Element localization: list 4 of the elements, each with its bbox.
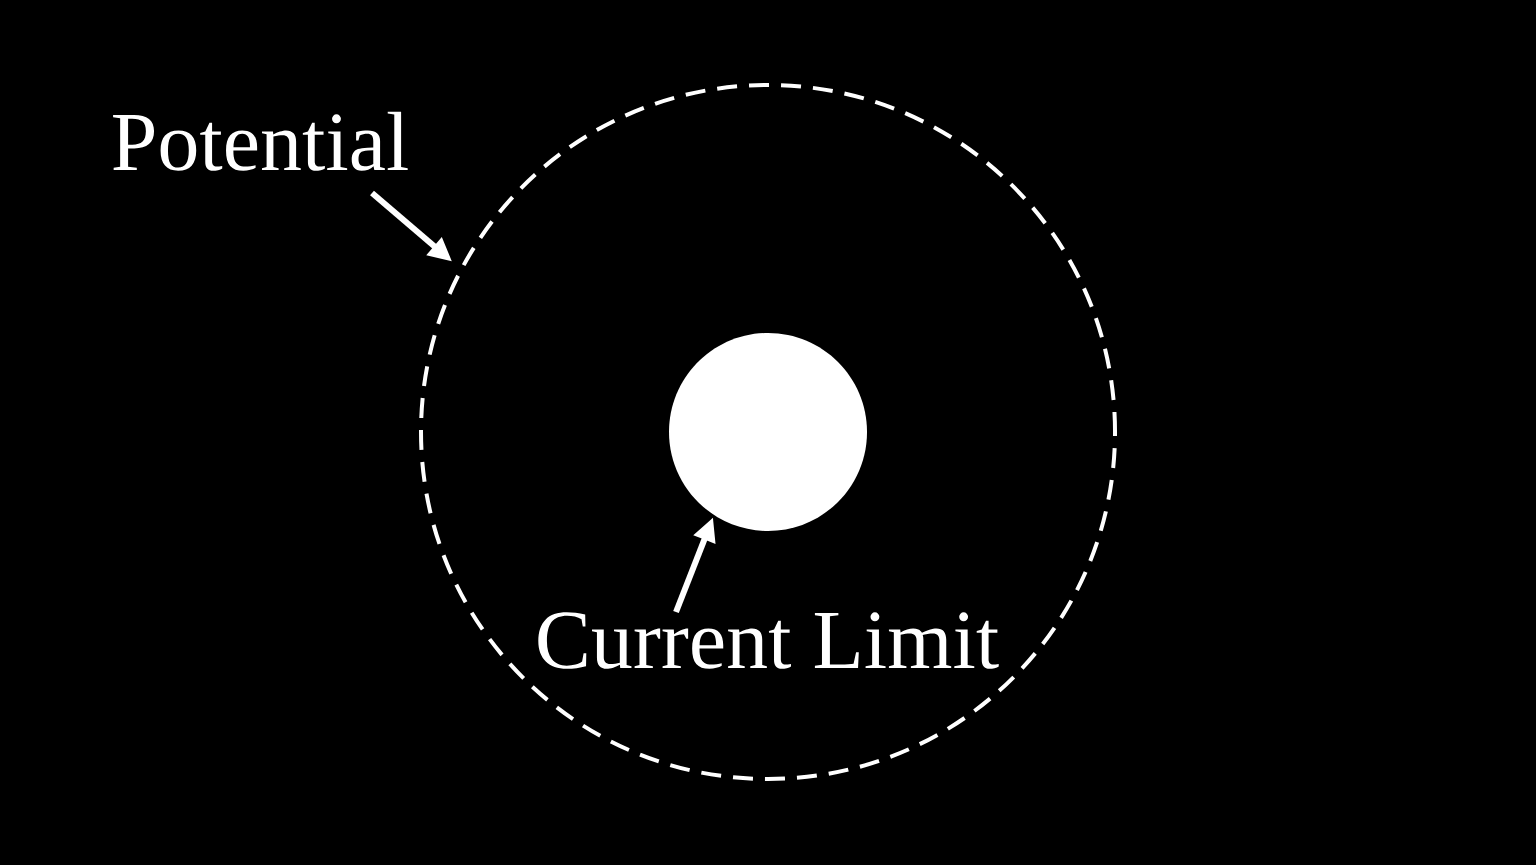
disc [669,333,867,531]
callout-label: Potential [113,111,408,171]
dashed-circle [419,83,1117,781]
callout-label: Current Limit [538,612,999,669]
